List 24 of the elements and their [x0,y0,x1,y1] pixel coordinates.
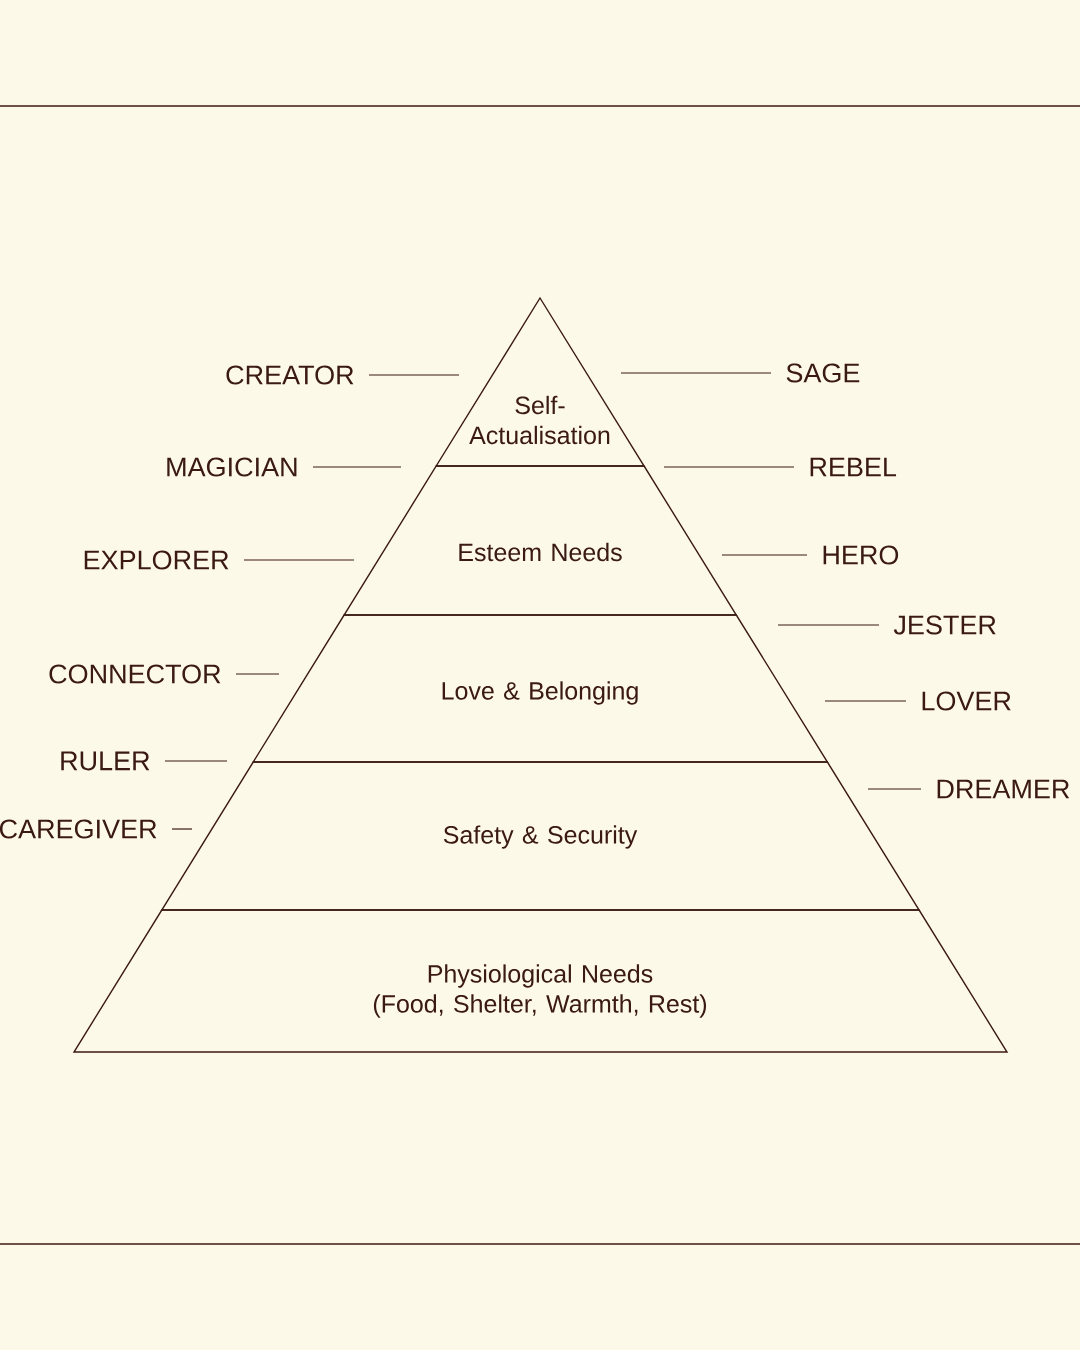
leader-line [867,788,922,790]
archetype-label: EXPLORER [84,550,229,570]
leader-line [663,466,795,468]
archetype-label: DREAMER [937,779,1070,799]
leader-line [235,673,280,675]
leader-line [164,760,228,762]
archetype-label: REBEL [810,457,897,477]
archetype-label: SAGE [786,363,860,383]
leader-line [777,624,880,626]
archetype-label: JESTER [893,615,996,635]
archetype-label: CAREGIVER [0,819,157,839]
archetype-label: CONNECTOR [49,664,221,684]
leader-line [620,372,772,374]
archetype-label: RULER [61,751,150,771]
archetype-label: LOVER [922,691,1011,711]
leader-line [368,374,460,376]
archetype-label: HERO [823,545,899,565]
leader-line [312,466,402,468]
archetype-label: CREATOR [226,365,354,385]
archetype-label: MAGICIAN [167,457,297,477]
leader-line [171,828,193,830]
leader-line [243,559,355,561]
leader-line [721,554,808,556]
leader-line [824,700,907,702]
